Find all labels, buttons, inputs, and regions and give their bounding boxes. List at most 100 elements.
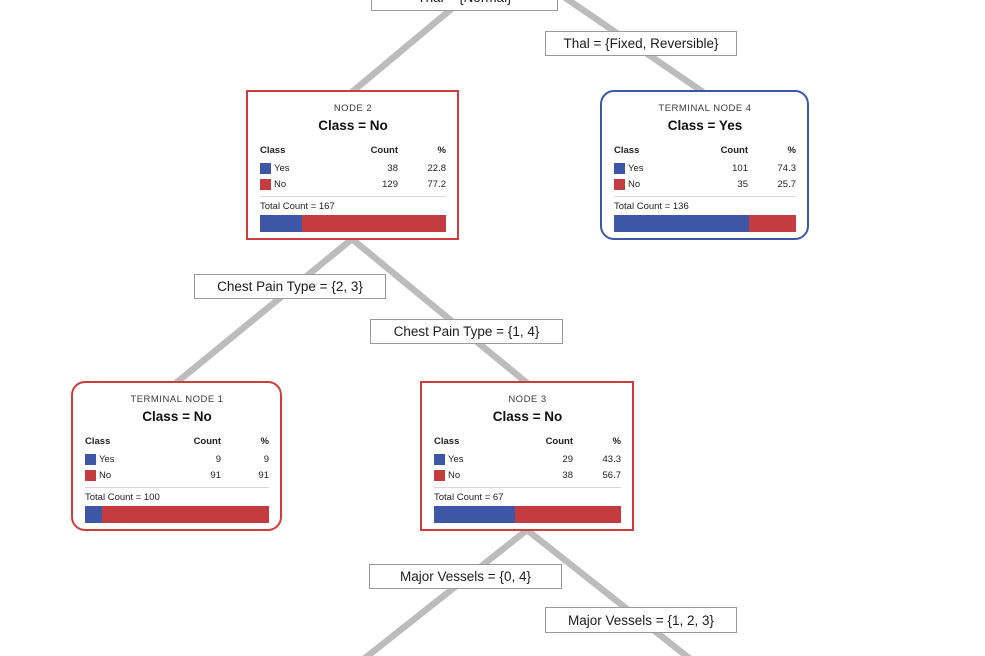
divider [614,196,796,197]
node-class-label: Class = No [492,409,563,424]
row-pct: 9 [263,453,269,465]
node-class-label: Class = Yes [667,118,743,133]
row-label: No [448,469,461,481]
edge-label-major-vessels-0-4: Major Vessels = {0, 4} [369,564,562,589]
table-row: No 91 91 [85,467,269,483]
divider [85,487,269,488]
yes-swatch-icon [614,162,625,174]
header-class: Class [260,145,286,156]
no-swatch-icon [614,178,625,190]
row-label: Yes [448,453,464,465]
yes-swatch-icon [260,162,271,174]
row-pct: 25.7 [777,178,797,190]
row-pct: 74.3 [777,162,797,174]
header-count: Count [545,436,573,447]
yes-swatch-icon [85,453,96,465]
row-pct: 43.3 [602,453,622,465]
node-class-label: Class = No [142,409,212,424]
header-class: Class [434,436,460,447]
edge-label-thal-normal: Thal = {Normal} [371,0,558,11]
class-distribution-bar [434,506,621,523]
tree-edge [349,236,530,386]
table-row: No 38 56.7 [434,467,621,483]
total-count-label: Total Count = 167 [260,201,335,212]
no-swatch-icon [260,178,271,190]
row-label: Yes [99,453,115,465]
row-count: 38 [387,162,398,174]
row-count: 35 [737,178,748,190]
header-pct: % [612,436,621,447]
yes-bar-segment [614,215,750,232]
node-class-label: Class = No [318,118,388,133]
row-pct: 77.2 [427,178,447,190]
table-row: No 129 77.2 [260,176,446,192]
total-count-label: Total Count = 100 [85,492,160,503]
no-bar-segment [302,215,446,232]
divider [260,196,446,197]
tree-edge [524,527,692,656]
node-stat-table: Class Count % Yes 38 22.8 No 129 77.2 [260,143,446,192]
tree-edge [349,0,468,95]
header-pct: % [260,436,269,447]
header-count: Count [720,145,748,156]
row-label: Yes [274,162,290,174]
table-row: No 35 25.7 [614,176,796,192]
row-label: Yes [628,162,644,174]
row-pct: 22.8 [427,162,447,174]
node-title: NODE 2 [333,103,373,114]
header-class: Class [614,145,640,156]
table-row: Yes 9 9 [85,451,269,467]
node-title: TERMINAL NODE 1 [130,394,224,405]
node-2-card[interactable]: NODE 2 Class = No Class Count % Yes 38 2… [246,90,459,240]
row-count: 129 [382,178,398,190]
table-row: Yes 29 43.3 [434,451,621,467]
row-pct: 91 [258,469,269,481]
yes-bar-segment [434,506,515,523]
row-count: 29 [562,453,573,465]
row-count: 101 [732,162,748,174]
class-distribution-bar [85,506,269,523]
header-pct: % [437,145,446,156]
node-stat-table: Class Count % Yes 29 43.3 No 38 56.7 [434,434,621,483]
yes-bar-segment [260,215,303,232]
node-title: NODE 3 [508,394,547,405]
header-count: Count [193,436,221,447]
header-class: Class [85,436,111,447]
table-row: Yes 101 74.3 [614,160,796,176]
node-stat-table: Class Count % Yes 9 9 No 91 91 [85,434,269,483]
divider [434,487,621,488]
node-stat-table: Class Count % Yes 101 74.3 No 35 25.7 [614,143,796,192]
row-count: 38 [562,469,573,481]
row-label: No [274,178,287,190]
tree-edge [562,0,705,95]
edge-label-chest-pain-1-4: Chest Pain Type = {1, 4} [370,319,563,344]
tree-edge [362,527,530,656]
no-swatch-icon [85,469,96,481]
table-row: Yes 38 22.8 [260,160,446,176]
total-count-label: Total Count = 136 [614,201,689,212]
edge-label-chest-pain-2-3: Chest Pain Type = {2, 3} [194,274,386,299]
header-count: Count [370,145,398,156]
terminal-node-1-card[interactable]: TERMINAL NODE 1 Class = No Class Count %… [71,381,282,531]
node-title: TERMINAL NODE 4 [658,103,752,114]
yes-bar-segment [85,506,102,523]
no-bar-segment [101,506,269,523]
terminal-node-4-card[interactable]: TERMINAL NODE 4 Class = Yes Class Count … [600,90,809,240]
tree-edge [173,236,355,386]
class-distribution-bar [614,215,796,232]
no-bar-segment [749,215,796,232]
row-count: 9 [215,453,221,465]
row-count: 91 [210,469,221,481]
edge-label-thal-fixed-reversible: Thal = {Fixed, Reversible} [545,31,737,56]
no-bar-segment [514,506,621,523]
header-pct: % [787,145,796,156]
edge-label-major-vessels-1-2-3: Major Vessels = {1, 2, 3} [545,607,737,633]
row-label: No [99,469,112,481]
total-count-label: Total Count = 67 [434,492,504,503]
row-label: No [628,178,641,190]
row-pct: 56.7 [602,469,622,481]
class-distribution-bar [260,215,446,232]
node-3-card[interactable]: NODE 3 Class = No Class Count % Yes 29 4… [420,381,634,531]
